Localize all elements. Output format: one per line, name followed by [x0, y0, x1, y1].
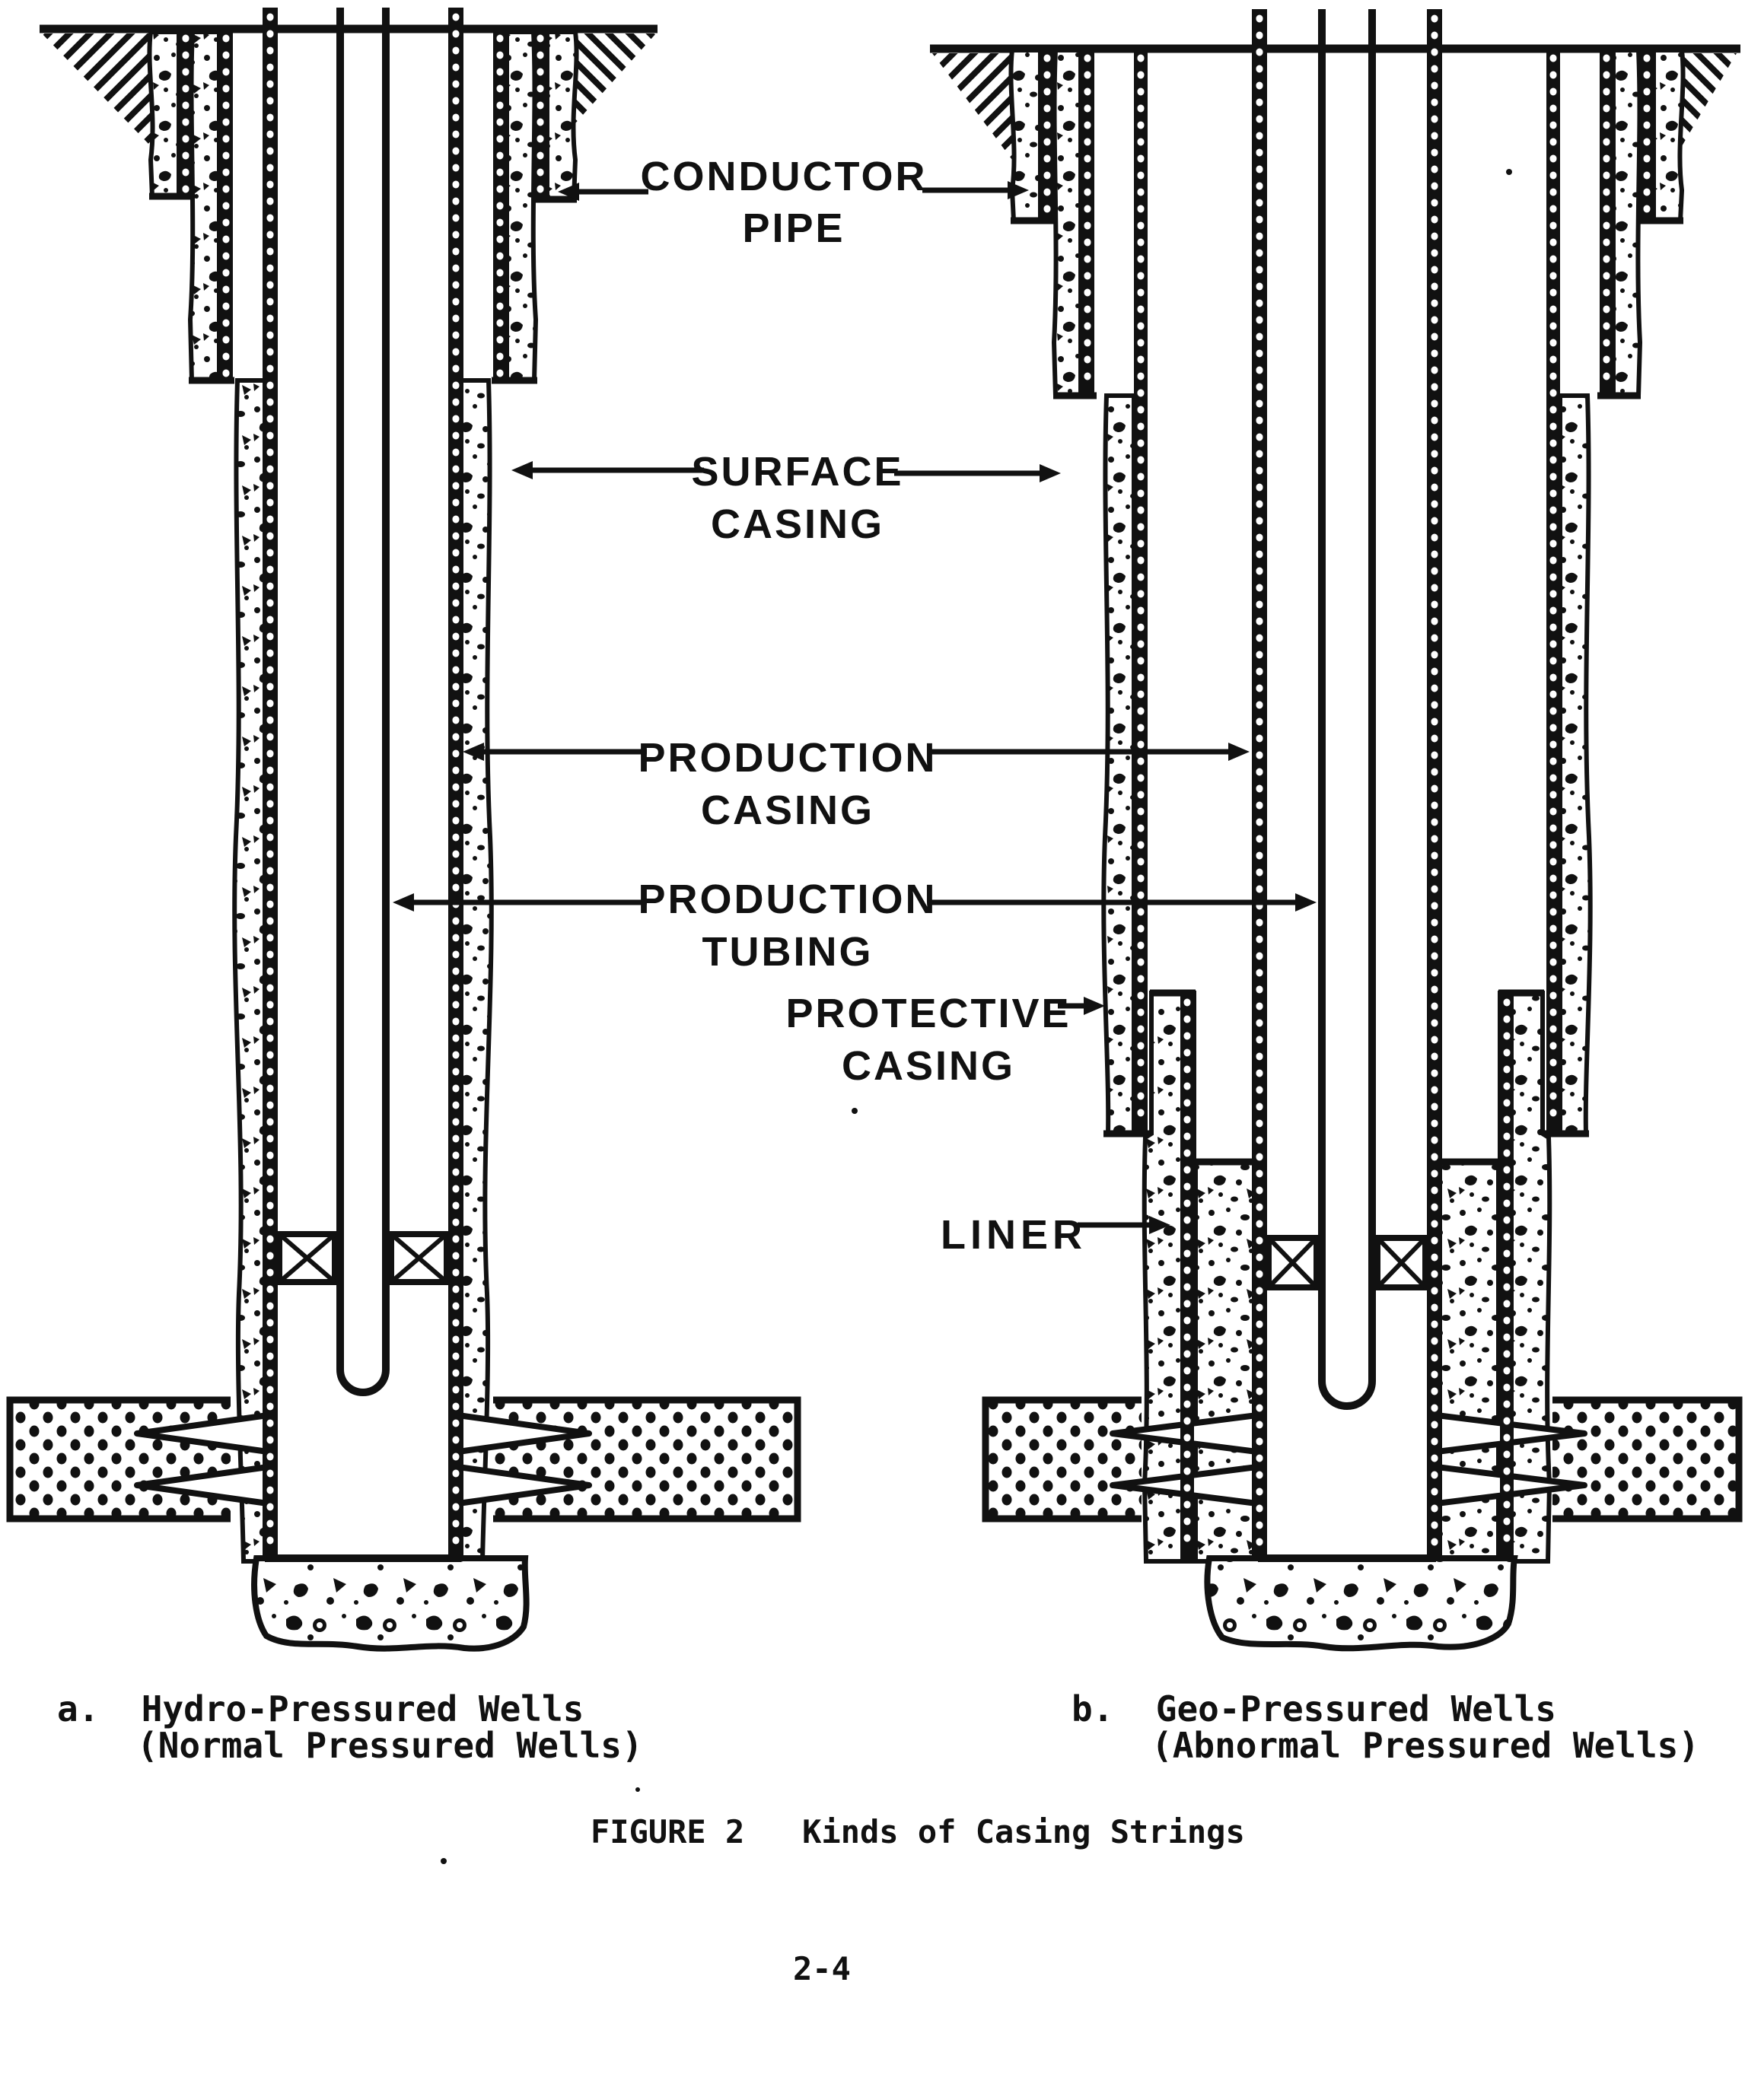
conductor-cement-right: [545, 30, 579, 202]
conductor-pipe-wall: [179, 29, 547, 201]
bottom-cement-plug: [1204, 1555, 1518, 1652]
arrowhead-left: [463, 743, 484, 761]
production-tubing-pipe: [336, 8, 390, 1396]
well-a-diagram: [134, 8, 592, 1652]
conductor-pipe-label-line1: CONDUCTOR: [641, 154, 928, 199]
annotation-liner: LINER: [941, 1212, 1170, 1258]
scan-artifacts: [441, 169, 1512, 1864]
annotation-conductor-pipe: CONDUCTOR PIPE: [558, 154, 1029, 251]
production-casing-wall: [1252, 9, 1442, 1561]
annotation-protective-casing: PROTECTIVE CASING: [785, 991, 1105, 1089]
arrowhead-right: [1149, 1216, 1170, 1234]
surface-casing-wall: [219, 29, 507, 382]
surface-cement-left: [1051, 48, 1083, 398]
arrowhead-left: [558, 183, 579, 201]
surface-casing-label-line2: CASING: [711, 501, 884, 547]
ground-hatch-left: [932, 53, 1012, 160]
protective-casing-label-line1: PROTECTIVE: [785, 991, 1071, 1036]
caption-well-a-line2: (Normal Pressured Wells): [137, 1725, 643, 1766]
surface-cement-right: [505, 30, 539, 383]
protective-casing-wall: [1134, 49, 1560, 1135]
casing-walls: [1040, 9, 1654, 1561]
liner-label: LINER: [941, 1212, 1087, 1258]
annotations: CONDUCTOR PIPE SURFACE CASING PRODUCTION…: [393, 154, 1317, 1258]
surface-cement-left: [187, 30, 221, 383]
production-casing-label-line1: PRODUCTION: [638, 735, 938, 781]
protective-cement-right: [1558, 393, 1593, 1136]
annotation-surface-casing: SURFACE CASING: [511, 449, 1061, 547]
arrowhead-right: [1040, 464, 1061, 482]
production-casing-label-line2: CASING: [701, 788, 874, 833]
packer: [1266, 1235, 1428, 1290]
surface-casing-wall: [1081, 49, 1613, 397]
production-casing-wall: [263, 8, 463, 1560]
caption-well-a-line1: a. Hydro-Pressured Wells: [57, 1688, 584, 1729]
surface-cement-right: [1611, 48, 1643, 398]
conductor-pipe-wall: [1040, 49, 1654, 222]
production-tubing-label-line1: PRODUCTION: [638, 877, 938, 922]
conductor-cement-left: [147, 30, 181, 199]
conductor-cement-right: [1651, 48, 1686, 223]
annotation-production-casing: PRODUCTION CASING: [463, 735, 1250, 833]
protective-cement-left: [1101, 393, 1136, 1136]
arrowhead-right: [1228, 743, 1250, 761]
well-b-diagram: [1008, 9, 1686, 1652]
liner-wall: [1180, 993, 1514, 1561]
cement-sheaths: [147, 30, 579, 1564]
ground-surface-well-a: [40, 24, 658, 146]
arrowhead-right: [1295, 893, 1317, 912]
packer: [276, 1231, 450, 1285]
arrowhead-left: [393, 893, 414, 912]
bottom-cement-plug: [251, 1555, 530, 1652]
caption-well-b-line1: b. Geo-Pressured Wells: [1072, 1688, 1556, 1729]
conductor-pipe-label-line2: PIPE: [742, 205, 845, 251]
production-tubing-pipe: [1318, 9, 1376, 1410]
caption-well-b-line2: (Abnormal Pressured Wells): [1151, 1725, 1699, 1766]
surface-casing-label-line1: SURFACE: [691, 449, 903, 495]
figure-title: FIGURE 2 Kinds of Casing Strings: [591, 1813, 1245, 1850]
page-number: 2-4: [793, 1950, 851, 1987]
production-tubing-label-line2: TUBING: [702, 929, 874, 975]
ground-hatch-right: [1682, 53, 1737, 146]
protective-casing-label-line2: CASING: [842, 1043, 1015, 1089]
captions: a. Hydro-Pressured Wells (Normal Pressur…: [57, 1688, 1699, 1987]
cement-sheaths: [1008, 48, 1686, 1564]
ground-hatch-left: [42, 33, 151, 146]
arrowhead-right: [1008, 181, 1029, 199]
arrowhead-left: [511, 461, 533, 479]
casing-walls: [179, 8, 547, 1560]
arrowhead-right: [1084, 997, 1105, 1015]
annotation-production-tubing: PRODUCTION TUBING: [393, 877, 1317, 975]
ground-hatch-right: [575, 33, 656, 123]
